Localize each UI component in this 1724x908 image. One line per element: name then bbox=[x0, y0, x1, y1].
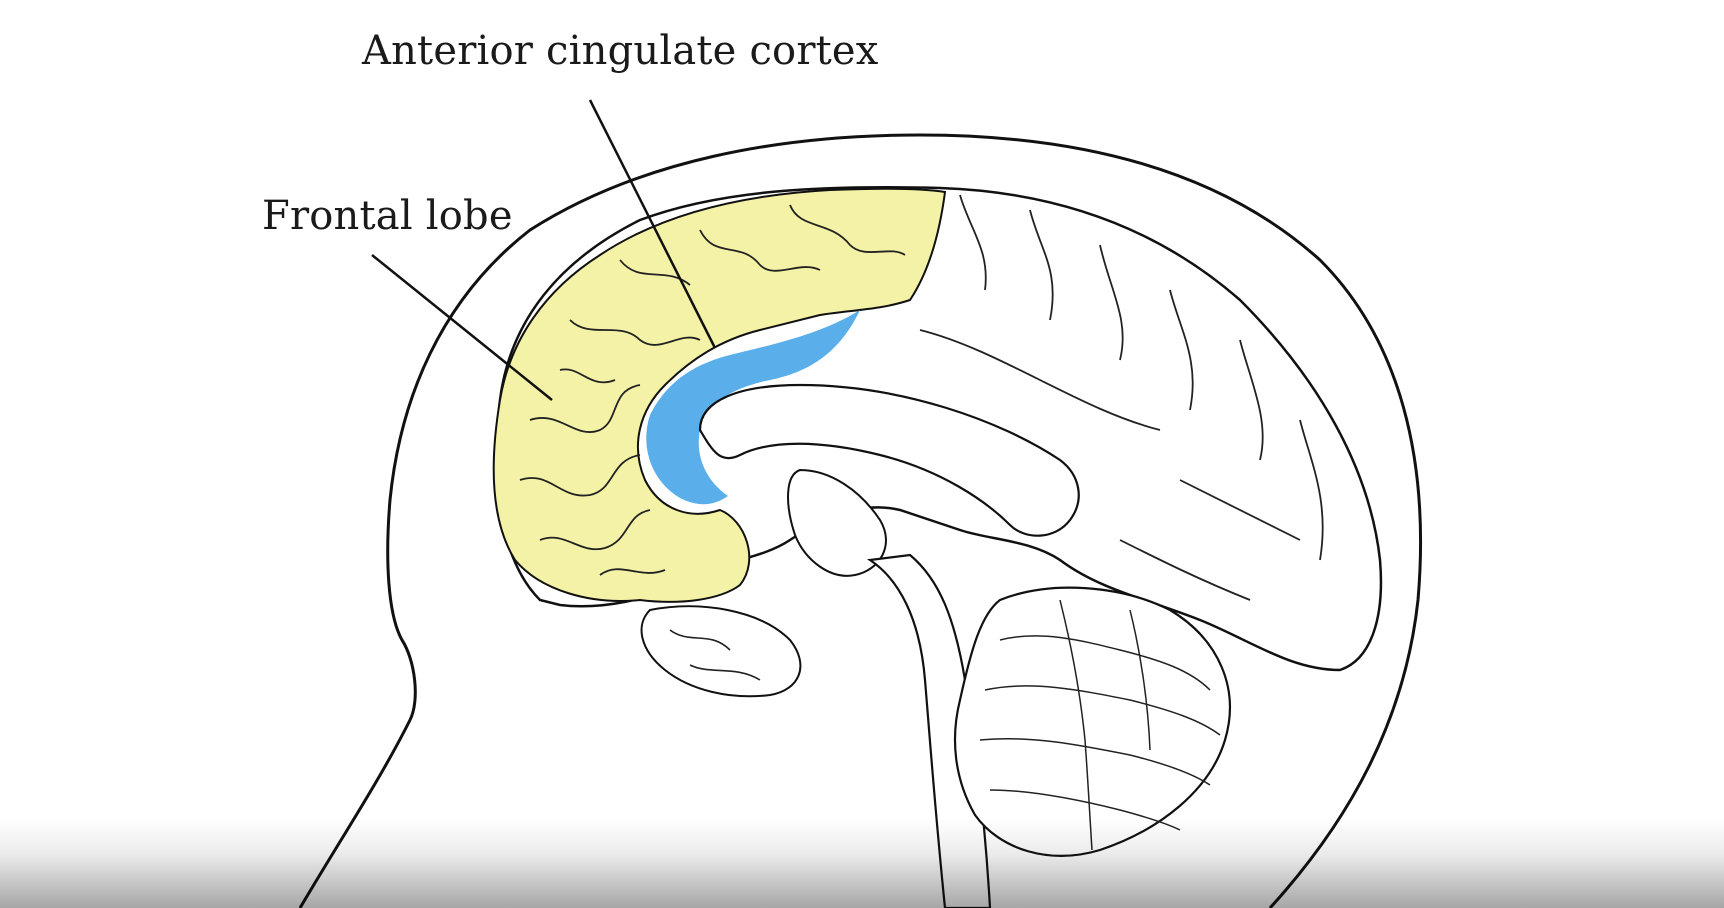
corpus-callosum bbox=[698, 383, 1080, 537]
thalamus bbox=[787, 468, 887, 577]
frontal-lobe-label: Frontal lobe bbox=[262, 193, 513, 239]
frontal-gyri bbox=[519, 204, 906, 576]
cerebellum-folia bbox=[979, 599, 1221, 851]
head-outline bbox=[298, 133, 1423, 908]
anterior-cingulate-pointer bbox=[588, 99, 717, 349]
anterior-cingulate-region bbox=[646, 310, 860, 505]
posterior-sulci bbox=[919, 194, 1324, 601]
temporal-folds bbox=[669, 629, 761, 681]
cerebellum bbox=[953, 586, 1231, 857]
temporal-lobe bbox=[640, 605, 802, 698]
frontal-lobe-pointer bbox=[371, 254, 553, 401]
frontal-lobe-region bbox=[492, 187, 947, 603]
anterior-cingulate-label: Anterior cingulate cortex bbox=[362, 28, 879, 74]
brainstem bbox=[866, 553, 992, 908]
